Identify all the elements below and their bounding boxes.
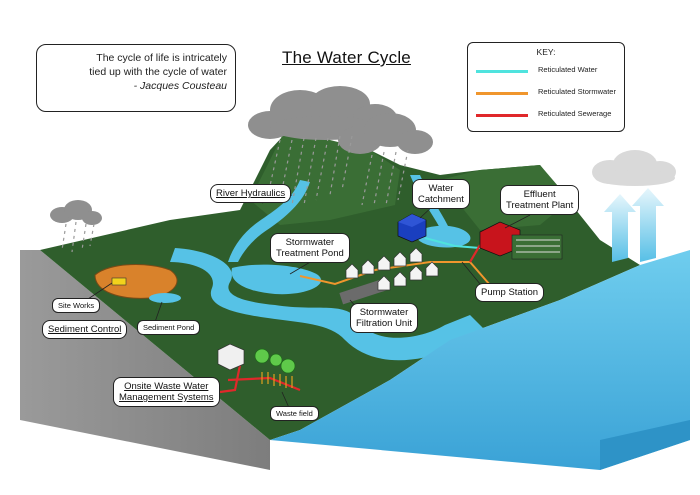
rain-cloud-main [248,86,397,140]
effluent-treatment-plant [479,221,563,260]
label-text: Site Works [58,301,95,310]
sea-side [600,420,690,470]
quote-author: - Jacques Cousteau [133,80,227,92]
label-water-catchment: Water Catchment [412,179,470,209]
label-text: Stormwater [359,307,409,318]
label-stormwater-treatment-pond: Stormwater Treatment Pond [270,233,350,263]
quote-line-2: tied up with the cycle of water [89,66,227,78]
sea-surface [270,250,690,470]
label-text: River Hydraulics [216,188,286,199]
legend-item: Reticulated Sewerage [476,109,621,121]
label-text: Onsite Waste Water [124,381,209,392]
stormwater-pipes [299,261,491,286]
evaporation-arrow [604,194,636,262]
evaporation-arrow [632,188,664,262]
waste-field-lines [261,372,293,388]
legend-label: Reticulated Sewerage [538,109,612,118]
legend-heading: KEY: [536,47,556,57]
quote-line-1: The cycle of life is intricately [96,52,227,64]
label-onsite-waste-water: Onsite Waste Water Management Systems [113,377,220,407]
label-text: Catchment [418,194,464,205]
evaporation-arrows [604,188,664,262]
label-sediment-pond: Sediment Pond [137,320,201,335]
legend-item: Reticulated Stormwater [476,87,621,99]
legend-swatch [476,92,528,95]
water-pipes [424,237,481,249]
trees [254,348,296,374]
legend-label: Reticulated Water [538,65,598,74]
label-site-works: Site Works [52,298,101,313]
label-sediment-control: Sediment Control [42,320,128,339]
label-stormwater-filtration-unit: Stormwater Filtration Unit [350,303,418,333]
label-text: Stormwater [285,237,335,248]
sewerage-pipes [219,244,481,394]
stormwater-pond [231,264,322,295]
quote-box: The cycle of life is intricately tied up… [36,44,236,112]
legend-swatch [476,114,528,117]
bulldozer-icon [111,277,127,286]
catchment-lake [416,225,471,248]
page-title: The Water Cycle [282,48,411,67]
label-river-hydraulics: River Hydraulics [210,184,292,203]
legend-item: Reticulated Water [476,65,621,77]
tributary [228,180,310,262]
label-pump-station: Pump Station [475,283,545,302]
label-text: Effluent [523,189,556,200]
legend: KEY: Reticulated Water Reticulated Storm… [467,42,625,132]
sediment-pond-water [149,293,181,303]
label-text: Water [428,183,454,194]
houses [345,247,439,291]
legend-label: Reticulated Stormwater [538,87,616,96]
water-catchment-building [397,213,427,243]
site-works-earth [94,264,178,299]
label-waste-field: Waste field [270,406,319,421]
onsite-tank [217,343,245,371]
label-text: Filtration Unit [356,318,412,329]
label-text: Pump Station [481,287,539,298]
label-text: Sediment Control [48,324,122,335]
label-effluent-treatment-plant: Effluent Treatment Plant [500,185,580,215]
rain [61,135,409,253]
label-text: Management Systems [119,392,214,403]
cloud-light [592,150,676,186]
label-text: Waste field [276,409,313,418]
legend-swatch [476,70,528,73]
label-text: Treatment Pond [276,248,344,259]
river [170,248,485,361]
rain-cloud-left [50,200,102,225]
label-text: Treatment Plant [506,200,574,211]
rain-cloud-right [338,113,433,154]
label-text: Sediment Pond [143,323,195,332]
